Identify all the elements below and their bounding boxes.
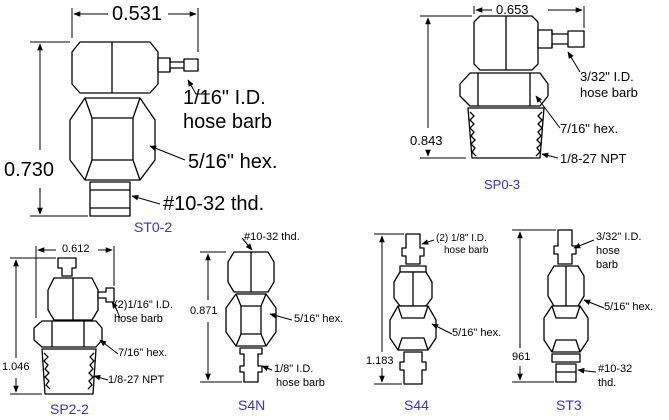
sp2-2-barb-label-2: hose barb xyxy=(114,313,163,325)
st3-barb-label-2: hose xyxy=(596,245,620,257)
sp2-2-hex-label: 7/16" hex. xyxy=(118,347,168,359)
s44-barb-label-1: (2) 1/8" I.D. xyxy=(436,233,487,244)
sp0-3-hex-label: 7/16" hex. xyxy=(560,121,619,136)
sp0-3-barb-label-1: 3/32" I.D. xyxy=(580,69,634,84)
fitting-sp2-2 xyxy=(33,257,115,395)
st3-thread-label-1: #10-32 xyxy=(598,363,633,375)
st0-2-barb-label-1: 1/16" I.D. xyxy=(183,87,266,109)
st0-2-thread-label: #10-32 thd. xyxy=(163,193,265,215)
s4n-model-name: S4N xyxy=(238,397,266,413)
sp0-3-thread-label: 1/8-27 NPT xyxy=(560,151,627,166)
sp2-2-barb-label-1: (2)1/16" I.D. xyxy=(114,299,173,311)
sp0-3-model-name: SP0-3 xyxy=(484,177,521,192)
fitting-s44 xyxy=(389,233,437,385)
s44-height-dim: 1.183 xyxy=(366,355,394,367)
st3-height-dim: 961 xyxy=(512,351,531,363)
st3-model-name: ST3 xyxy=(556,397,582,413)
sp2-2-width-dim: 0.612 xyxy=(62,243,90,255)
sp2-2-model-name: SP2-2 xyxy=(50,401,89,417)
s4n-height-dim: 0.871 xyxy=(190,305,218,317)
st0-2-hex-label: 5/16" hex. xyxy=(188,151,278,173)
sp2-2-thread-label: 1/8-27 NPT xyxy=(108,374,165,386)
sp0-3-width-dim: 0.653 xyxy=(496,2,529,17)
s4n-thread-label: #10-32 thd. xyxy=(244,231,300,243)
s4n-barb-label-2: hose barb xyxy=(276,377,325,389)
st0-2-barb-label-2: hose barb xyxy=(183,111,272,133)
st3-thread-label-2: thd. xyxy=(598,377,617,389)
st0-2-height-dim: 0.730 xyxy=(4,159,55,181)
sp2-2-height-dim: 1.046 xyxy=(2,361,30,373)
st3-barb-label-3: barb xyxy=(596,259,619,271)
s44-hex-label: 5/16" hex. xyxy=(452,327,502,339)
sp0-3-barb-label-2: hose barb xyxy=(580,85,638,100)
fitting-sp0-3 xyxy=(459,15,585,159)
sp0-3-height-dim: 0.843 xyxy=(410,133,443,148)
fitting-st0-2 xyxy=(69,41,199,217)
st0-2-model-name: ST0-2 xyxy=(134,219,173,235)
s4n-hex-label: 5/16" hex. xyxy=(294,313,344,325)
st3-hex-label: 5/16" hex. xyxy=(604,301,654,313)
st0-2-width-dim: 0.531 xyxy=(112,3,163,25)
fitting-st3 xyxy=(543,229,589,383)
fitting-s4n xyxy=(225,251,277,383)
s44-model-name: S44 xyxy=(404,397,429,413)
s44-barb-label-2: hose barb xyxy=(444,245,489,256)
s4n-barb-label-1: 1/8" I.D. xyxy=(274,363,314,375)
st3-barb-label-1: 3/32" I.D. xyxy=(596,231,642,243)
